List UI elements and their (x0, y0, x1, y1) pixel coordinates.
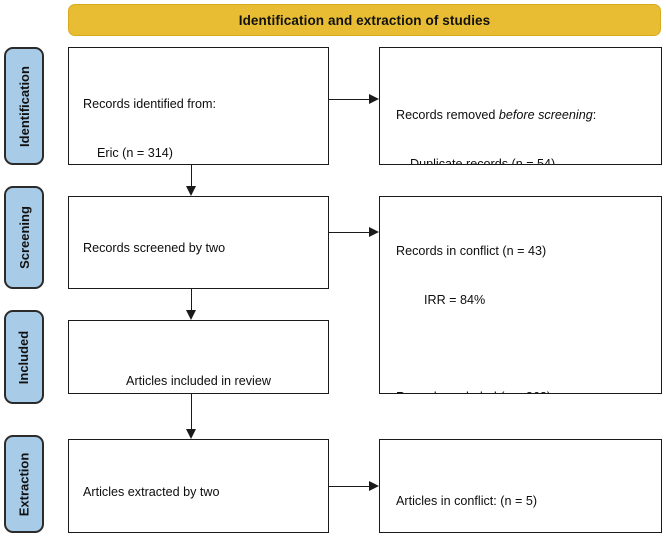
records-removed-colon: : (592, 108, 597, 123)
connector-included-to-extracted (191, 394, 192, 429)
stage-label-screening: Screening (4, 186, 44, 289)
connector-identified-to-removed (329, 99, 369, 100)
records-removed-line-1: Records removed before screening: (396, 107, 661, 123)
connector-screened-to-included (191, 289, 192, 310)
records-removed-prefix: Records removed (396, 108, 499, 123)
stage-label-included: Included (4, 310, 44, 404)
arrowhead-included-to-extracted (186, 429, 196, 439)
records-removed-line-2: Duplicate records (n = 54) (410, 157, 556, 165)
connector-extracted-to-conflict (329, 486, 369, 487)
articles-conflict-line-1: Articles in conflict: (n = 5) (396, 494, 538, 509)
articles-extracted-line-1: Articles extracted by two (83, 485, 220, 500)
records-removed-emphasis: before screening (498, 108, 593, 123)
arrowhead-screened-to-included (186, 310, 196, 320)
arrowhead-extracted-to-conflict (369, 481, 379, 491)
records-identified-line-1: Records identified from: (83, 97, 216, 112)
records-excluded-spacer (396, 341, 661, 357)
stage-label-extraction-text: Extraction (16, 452, 32, 516)
arrowhead-identified-to-removed (369, 94, 379, 104)
box-records-removed: Records removed before screening: Duplic… (379, 47, 662, 165)
arrowhead-identified-to-screened (186, 186, 196, 196)
connector-identified-to-screened (191, 165, 192, 186)
records-identified-line-2: Eric (n = 314) (83, 146, 173, 161)
box-records-identified: Records identified from: Eric (n = 314) … (68, 47, 329, 165)
stage-label-identification-text: Identification (16, 65, 32, 147)
diagram-header-banner: Identification and extraction of studies (68, 4, 661, 36)
stage-label-included-text: Included (16, 330, 32, 384)
box-articles-extracted: Articles extracted by two screeners (n =… (68, 439, 329, 533)
records-excluded-line-1: Records in conflict (n = 43) (396, 244, 547, 259)
arrowhead-screened-to-excluded (369, 227, 379, 237)
connector-screened-to-excluded (329, 232, 369, 233)
records-excluded-line-2: IRR = 84% (396, 293, 486, 308)
records-excluded-line-4: Records excluded (n = 868) (396, 389, 661, 393)
articles-included-line-1: Articles included in review (126, 374, 271, 389)
box-articles-included: Articles included in review (n = 26) (68, 320, 329, 394)
box-records-screened: Records screened by two screeners (n = 2… (68, 196, 329, 289)
box-articles-conflict: Articles in conflict: (n = 5) IRR = 81% (379, 439, 662, 533)
box-records-excluded: Records in conflict (n = 43) IRR = 84% R… (379, 196, 662, 394)
diagram-title: Identification and extraction of studies (238, 12, 491, 28)
records-screened-line-1: Records screened by two (83, 241, 226, 256)
stage-label-identification: Identification (4, 47, 44, 165)
stage-label-extraction: Extraction (4, 435, 44, 533)
stage-label-screening-text: Screening (16, 206, 32, 269)
